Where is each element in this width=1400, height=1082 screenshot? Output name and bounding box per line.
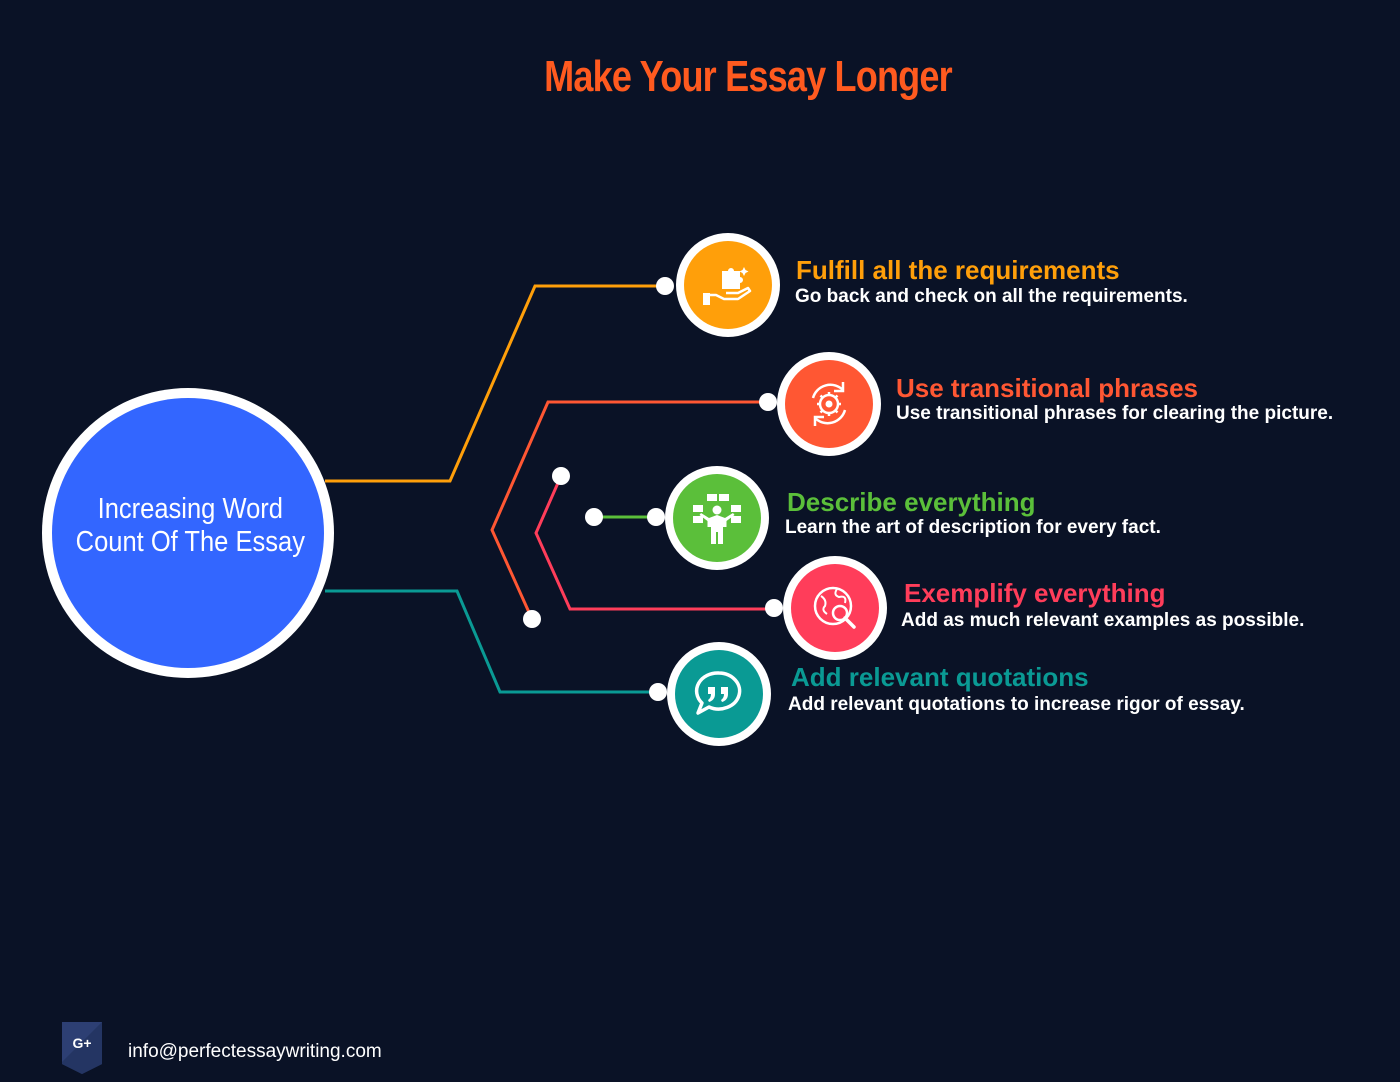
- item-desc-describe: Learn the art of description for every f…: [785, 517, 1161, 538]
- item-desc-quotations: Add relevant quotations to increase rigo…: [788, 694, 1245, 715]
- dot: [647, 508, 665, 526]
- hub-label-line1: Increasing Word: [97, 493, 283, 525]
- hub-circle: Increasing Word Count Of The Essay: [42, 388, 334, 678]
- gear-cycle-icon: [811, 382, 847, 426]
- hub-label: Increasing Word Count Of The Essay: [75, 493, 304, 559]
- connector-transitional: [490, 400, 768, 620]
- item-desc-fulfill: Go back and check on all the requirement…: [795, 286, 1188, 307]
- item-title-quotations: Add relevant quotations: [791, 662, 1089, 692]
- node-describe: [665, 466, 769, 570]
- dot: [759, 393, 777, 411]
- item-title-describe: Describe everything: [787, 487, 1036, 517]
- page-title: Make Your Essay Longer: [544, 52, 953, 101]
- hub-label-line2: Count Of The Essay: [75, 526, 305, 558]
- node-exemplify: [783, 556, 887, 660]
- item-desc-exemplify: Add as much relevant examples as possibl…: [901, 610, 1305, 631]
- connector-exemplify: [534, 475, 774, 611]
- connector-quotations: [325, 589, 658, 694]
- presenter-icon: [693, 494, 741, 544]
- node-quotations: [667, 642, 771, 746]
- globe-search-icon: [813, 586, 856, 629]
- dot: [585, 508, 603, 526]
- dot: [765, 599, 783, 617]
- hand-puzzle-icon: [703, 267, 752, 305]
- contact-email[interactable]: info@perfectessaywriting.com: [128, 1041, 382, 1062]
- node-transitional: [777, 352, 881, 456]
- google-plus-label: G+: [72, 1035, 91, 1051]
- quote-bubble-icon: [694, 671, 742, 715]
- item-title-transitional: Use transitional phrases: [896, 373, 1198, 403]
- connector-fulfill: [325, 284, 665, 483]
- node-fulfill: [676, 233, 780, 337]
- item-title-fulfill: Fulfill all the requirements: [796, 255, 1120, 285]
- google-plus-icon[interactable]: G+: [62, 1022, 102, 1074]
- dot: [649, 683, 667, 701]
- dot: [523, 610, 541, 628]
- dot: [656, 277, 674, 295]
- item-title-exemplify: Exemplify everything: [904, 578, 1166, 608]
- dot: [552, 467, 570, 485]
- item-desc-transitional: Use transitional phrases for clearing th…: [896, 403, 1334, 424]
